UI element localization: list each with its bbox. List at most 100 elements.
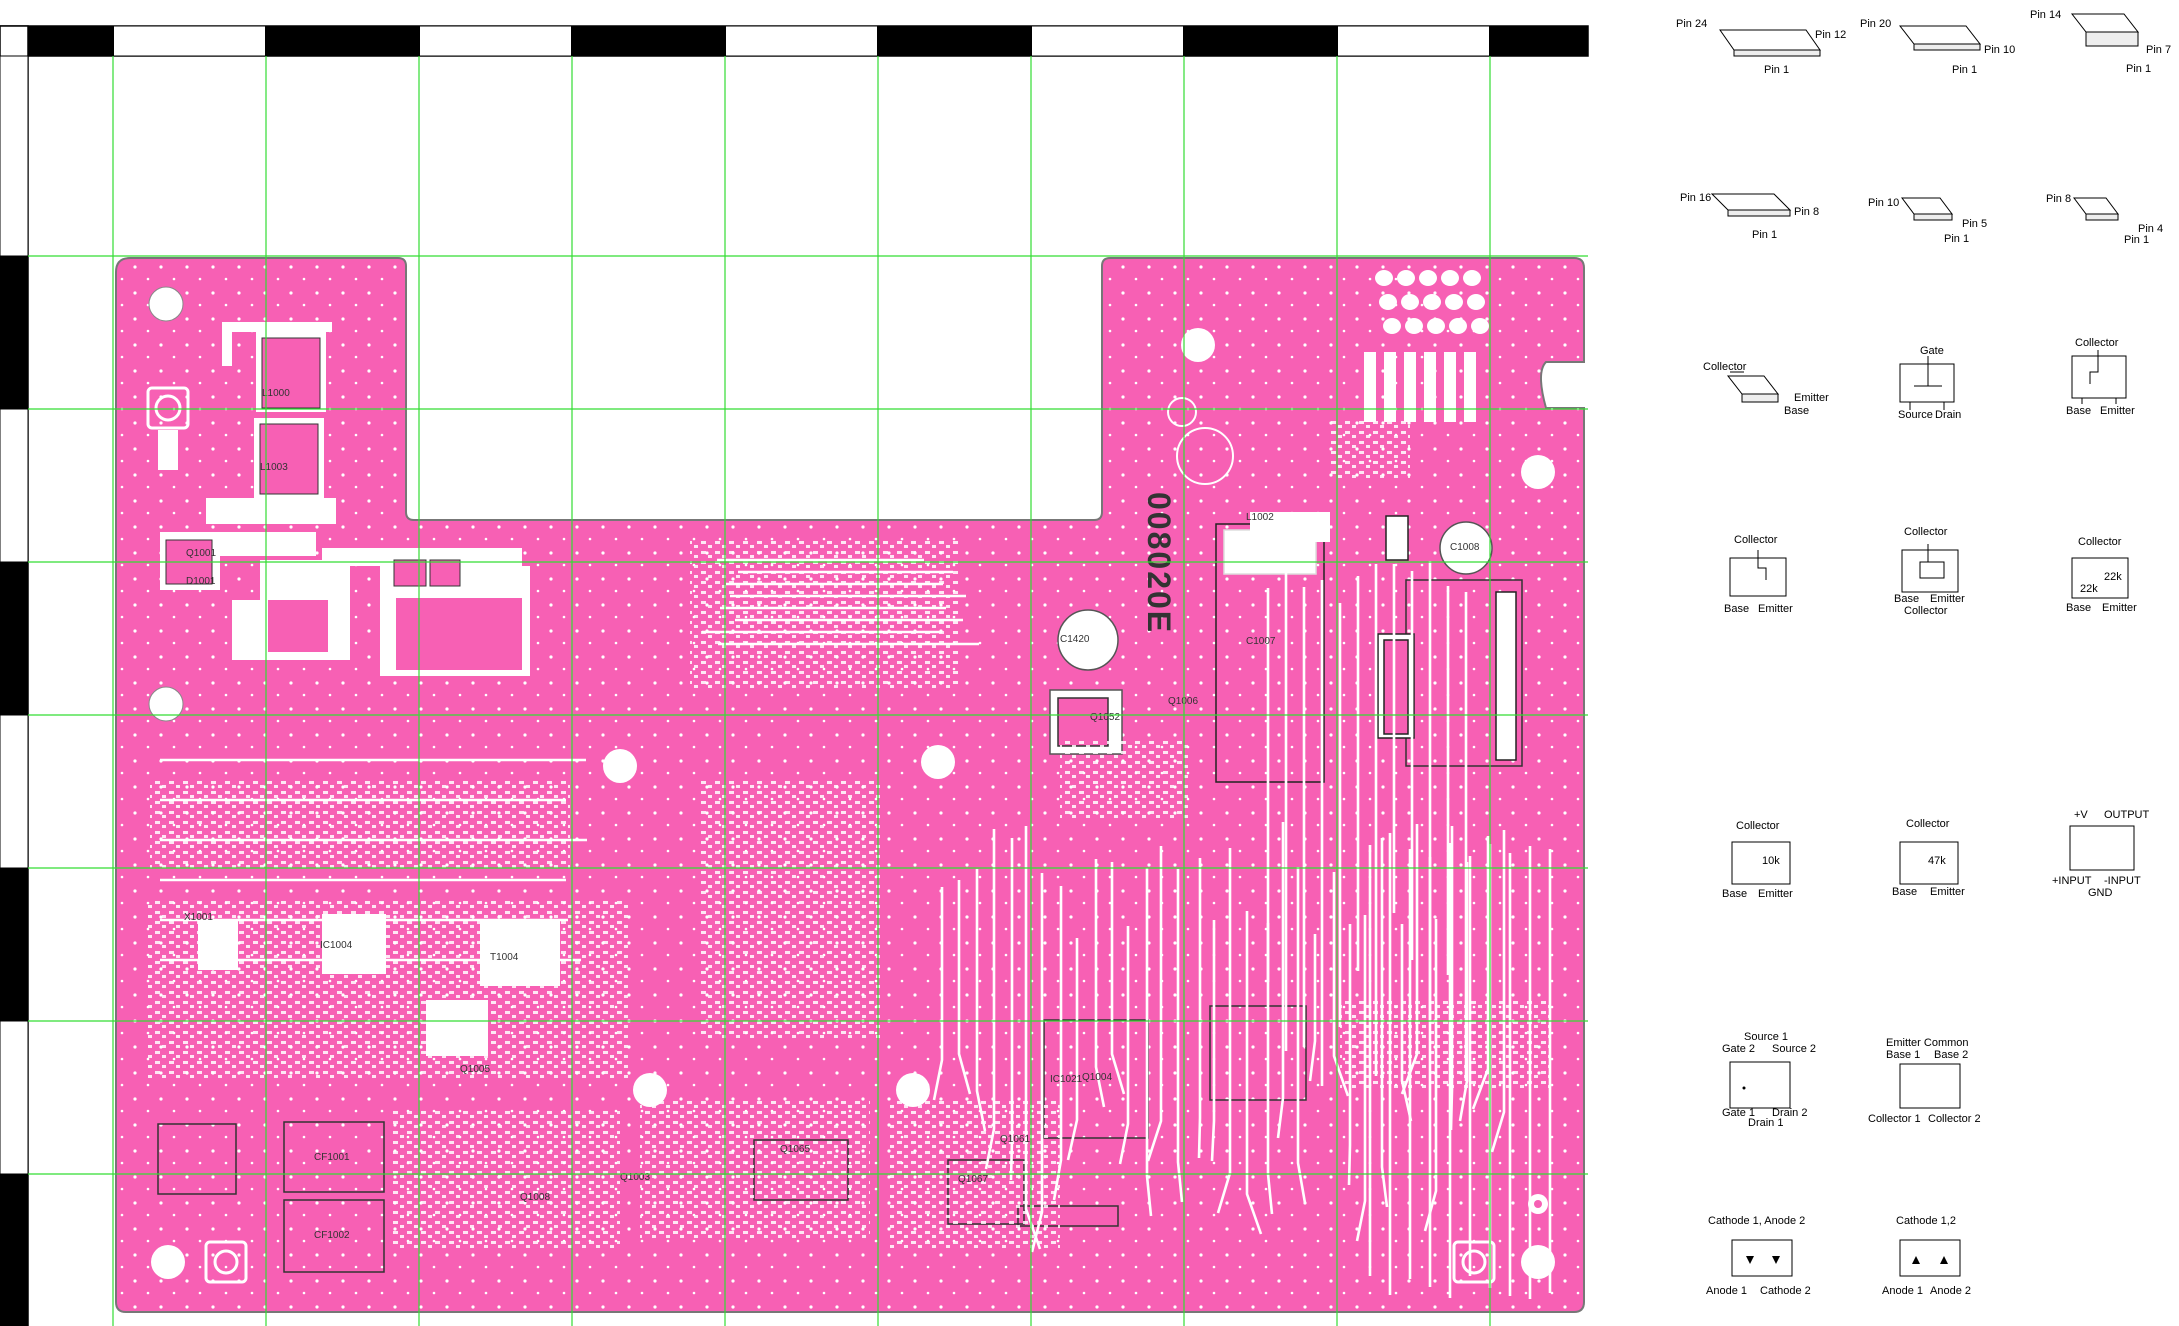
component-ref-label: CF1002: [314, 1230, 350, 1241]
connector-pad: [1463, 270, 1481, 286]
svg-text:Anode 2: Anode 2: [1930, 1285, 1971, 1297]
package-legend: Pin 24 Pin 12 Pin 1 Pin 20 Pin 10 Pin 1 …: [1676, 9, 2171, 1297]
svg-text:Emitter: Emitter: [2102, 602, 2137, 614]
connector-lead: [1404, 352, 1416, 422]
svg-text:Pin 10: Pin 10: [1984, 44, 2015, 56]
package-digital-transistor-22k: Collector 22k 22k Base Emitter: [2066, 536, 2137, 614]
component-ref-label: C1008: [1450, 542, 1480, 553]
package-digital-transistor-47k: Collector 47k Base Emitter: [1892, 818, 1965, 898]
svg-text:Source: Source: [1898, 409, 1933, 421]
svg-text:Base 2: Base 2: [1934, 1049, 1968, 1061]
component-ref-label: CF1001: [314, 1152, 350, 1163]
svg-text:Emitter Common: Emitter Common: [1886, 1037, 1969, 1049]
component-ref-label: IC1004: [320, 940, 353, 951]
svg-text:Drain 1: Drain 1: [1748, 1117, 1783, 1129]
connector-pad: [1471, 318, 1489, 334]
component-ref-label: T1004: [490, 952, 519, 963]
package-opamp-5pin: +V OUTPUT +INPUT -INPUT GND: [2052, 809, 2150, 899]
svg-text:Pin 14: Pin 14: [2030, 9, 2061, 21]
package-20pin: Pin 20 Pin 10 Pin 1: [1860, 18, 2015, 76]
svg-text:22k: 22k: [2104, 571, 2122, 583]
component-ref-label: X1001: [184, 912, 213, 923]
component-ref-label: Q1004: [1082, 1072, 1112, 1083]
svg-text:Base: Base: [1722, 888, 1747, 900]
component-ref-label: Q1003: [620, 1172, 650, 1183]
board-part-number: 008020E: [1141, 492, 1177, 634]
mounting-holes: [148, 286, 1555, 1279]
svg-text:Anode 1: Anode 1: [1706, 1285, 1747, 1297]
connector-lead: [1364, 352, 1376, 422]
smd-component-areas: [148, 420, 1550, 1250]
copper-trace: [1216, 848, 1232, 1214]
connector-lead: [1384, 352, 1396, 422]
svg-text:Collector: Collector: [2078, 536, 2122, 548]
ruler-segment: [113, 25, 266, 57]
ruler-segment: [0, 408, 29, 563]
copper-trace: [1245, 911, 1263, 1235]
copper-trace: [1210, 920, 1216, 1162]
ruler-segment: [0, 867, 29, 1022]
svg-text:Pin 8: Pin 8: [1794, 206, 1819, 218]
svg-text:Base: Base: [1724, 603, 1749, 615]
svg-text:Collector 2: Collector 2: [1928, 1113, 1981, 1125]
svg-text:Pin 8: Pin 8: [2046, 193, 2071, 205]
svg-text:Emitter: Emitter: [1930, 886, 1965, 898]
top-ruler: [28, 25, 1588, 57]
svg-text:Pin 12: Pin 12: [1815, 29, 1846, 41]
svg-text:Source 1: Source 1: [1744, 1031, 1788, 1043]
ruler-segment: [0, 1173, 29, 1326]
package-16pin: Pin 16 Pin 8 Pin 1: [1680, 192, 1819, 241]
svg-text:Cathode 2: Cathode 2: [1760, 1285, 1811, 1297]
component-ref-label: L1000: [262, 388, 290, 399]
copper-trace: [1490, 830, 1506, 1153]
svg-text:Gate: Gate: [1920, 345, 1944, 357]
package-14pin: Pin 14 Pin 7 Pin 1: [2030, 9, 2171, 75]
package-transistor-a: Collector Base Emitter: [1724, 534, 1793, 615]
connector-pad-array: [1364, 270, 1489, 422]
left-ruler: [0, 55, 29, 1326]
copper-trace: [957, 880, 972, 1095]
copper-trace: [932, 887, 944, 1101]
copper-trace: [1380, 838, 1389, 1208]
package-transistor-b: Collector Base Emitter Collector: [1894, 526, 1965, 617]
connector-pad: [1423, 294, 1441, 310]
svg-text:Pin 24: Pin 24: [1676, 18, 1707, 30]
component-ref-label: C1420: [1060, 634, 1090, 645]
connector-pad: [1427, 318, 1445, 334]
svg-text:+INPUT: +INPUT: [2052, 875, 2092, 887]
location-grid: [28, 56, 1588, 1326]
svg-text:Collector: Collector: [1736, 820, 1780, 832]
component-ref-label: Q1067: [958, 1174, 988, 1185]
svg-text:Gate 2: Gate 2: [1722, 1043, 1755, 1055]
svg-text:Gate 1: Gate 1: [1722, 1107, 1755, 1119]
svg-text:Base: Base: [2066, 602, 2091, 614]
package-dual-diode-common-cathode: Cathode 1,2 Anode 1 Anode 2: [1882, 1215, 1971, 1297]
connector-pad: [1445, 294, 1463, 310]
connector-pad: [1405, 318, 1423, 334]
component-ref-label: IC1021: [1050, 1074, 1083, 1085]
svg-text:Pin 1: Pin 1: [1952, 64, 1977, 76]
svg-text:Pin 1: Pin 1: [1752, 229, 1777, 241]
ruler-frame: [0, 25, 1589, 1326]
svg-text:Pin 20: Pin 20: [1860, 18, 1891, 30]
component-ref-label: L1002: [1246, 512, 1274, 523]
connector-pad: [1397, 270, 1415, 286]
ground-terminals: [146, 386, 1496, 1284]
copper-trace: [1146, 846, 1163, 1162]
package-power-transistor: Collector Emitter Base: [1703, 361, 1829, 417]
ruler-segment: [1184, 25, 1337, 57]
ruler-segment: [572, 25, 725, 57]
svg-text:Pin 16: Pin 16: [1680, 192, 1711, 204]
copper-trace: [1176, 869, 1184, 1203]
svg-text:Drain 2: Drain 2: [1772, 1107, 1807, 1119]
svg-text:Pin 5: Pin 5: [1962, 218, 1987, 230]
svg-text:OUTPUT: OUTPUT: [2104, 809, 2150, 821]
component-ref-label: Q1061: [1000, 1134, 1030, 1145]
ruler-segment: [419, 25, 572, 57]
component-ref-label: C1007: [1246, 636, 1276, 647]
svg-text:Source 2: Source 2: [1772, 1043, 1816, 1055]
connector-pad: [1449, 318, 1467, 334]
component-ref-label: Q1005: [460, 1064, 490, 1075]
package-sot-transistor: Collector Base Emitter: [2066, 337, 2135, 417]
